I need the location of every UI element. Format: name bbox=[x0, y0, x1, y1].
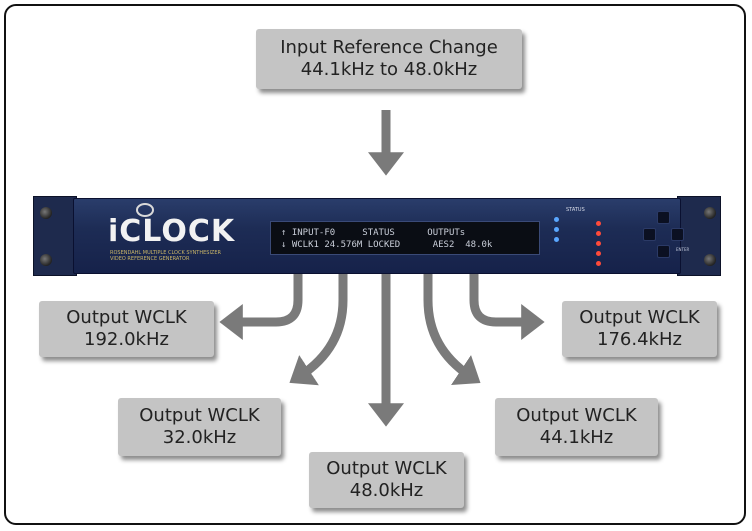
iclock-device: iCLOCK ROSENDAHL MULTIPLE CLOCK SYNTHESI… bbox=[33, 196, 721, 276]
output-box-176: Output WCLK 176.4kHz bbox=[562, 301, 717, 357]
enter-label: ENTER bbox=[676, 247, 690, 252]
nav-right-button[interactable] bbox=[671, 228, 684, 241]
lcd-line-2: ↓ WCLK1 24.576M LOCKED AES2 48.0k bbox=[281, 240, 493, 250]
output-44-line2: 44.1kHz bbox=[539, 427, 614, 448]
lcd-line-1: ↑ INPUT-F0 STATUS OUTPUTs bbox=[281, 228, 466, 238]
status-title: STATUS bbox=[566, 207, 585, 213]
lcd-display: ↑ INPUT-F0 STATUS OUTPUTs ↓ WCLK1 24.576… bbox=[270, 221, 540, 255]
arrow-to-output-176 bbox=[469, 268, 545, 340]
input-box-line2: 44.1kHz to 48.0kHz bbox=[300, 59, 478, 80]
arrow-to-output-192 bbox=[219, 268, 303, 340]
screw-icon bbox=[40, 254, 52, 266]
brand-badge-icon bbox=[136, 203, 154, 217]
screw-icon bbox=[40, 207, 52, 219]
output-44-line1: Output WCLK bbox=[516, 405, 637, 426]
output-box-48: Output WCLK 48.0kHz bbox=[309, 452, 464, 508]
arrow-to-output-32 bbox=[289, 268, 348, 386]
device-logo-subtitle: ROSENDAHL MULTIPLE CLOCK SYNTHESIZER VID… bbox=[110, 250, 221, 262]
status-led-icon bbox=[554, 217, 559, 222]
output-box-44: Output WCLK 44.1kHz bbox=[495, 398, 658, 456]
nav-up-button[interactable] bbox=[657, 211, 670, 224]
output-48-line1: Output WCLK bbox=[326, 458, 447, 479]
device-logo: iCLOCK bbox=[108, 214, 236, 249]
input-reference-box: Input Reference Change 44.1kHz to 48.0kH… bbox=[256, 29, 522, 89]
status-led-icon bbox=[596, 241, 601, 246]
output-192-line1: Output WCLK bbox=[66, 307, 187, 328]
output-48-line2: 48.0kHz bbox=[349, 480, 424, 501]
status-led-icon bbox=[554, 237, 559, 242]
arrow-to-output-44 bbox=[423, 268, 481, 385]
status-led-cluster: STATUS bbox=[552, 207, 632, 271]
screw-icon bbox=[704, 207, 716, 219]
screw-icon bbox=[704, 254, 716, 266]
nav-down-button[interactable] bbox=[657, 245, 670, 258]
status-led-icon bbox=[596, 231, 601, 236]
input-box-line1: Input Reference Change bbox=[280, 37, 498, 58]
status-led-icon bbox=[596, 221, 601, 226]
nav-left-button[interactable] bbox=[643, 228, 656, 241]
output-32-line2: 32.0kHz bbox=[162, 427, 237, 448]
rack-ear-left bbox=[33, 196, 77, 276]
output-176-line1: Output WCLK bbox=[579, 307, 700, 328]
front-panel: iCLOCK ROSENDAHL MULTIPLE CLOCK SYNTHESI… bbox=[73, 198, 689, 274]
output-192-line2: 192.0kHz bbox=[84, 329, 169, 350]
navigation-pad[interactable] bbox=[640, 211, 688, 259]
output-176-line2: 176.4kHz bbox=[597, 329, 682, 350]
status-led-icon bbox=[596, 251, 601, 256]
rack-ear-right bbox=[677, 196, 721, 276]
status-led-icon bbox=[596, 261, 601, 266]
status-led-icon bbox=[554, 227, 559, 232]
output-box-32: Output WCLK 32.0kHz bbox=[118, 398, 281, 456]
output-32-line1: Output WCLK bbox=[139, 405, 260, 426]
output-box-192: Output WCLK 192.0kHz bbox=[39, 301, 214, 357]
